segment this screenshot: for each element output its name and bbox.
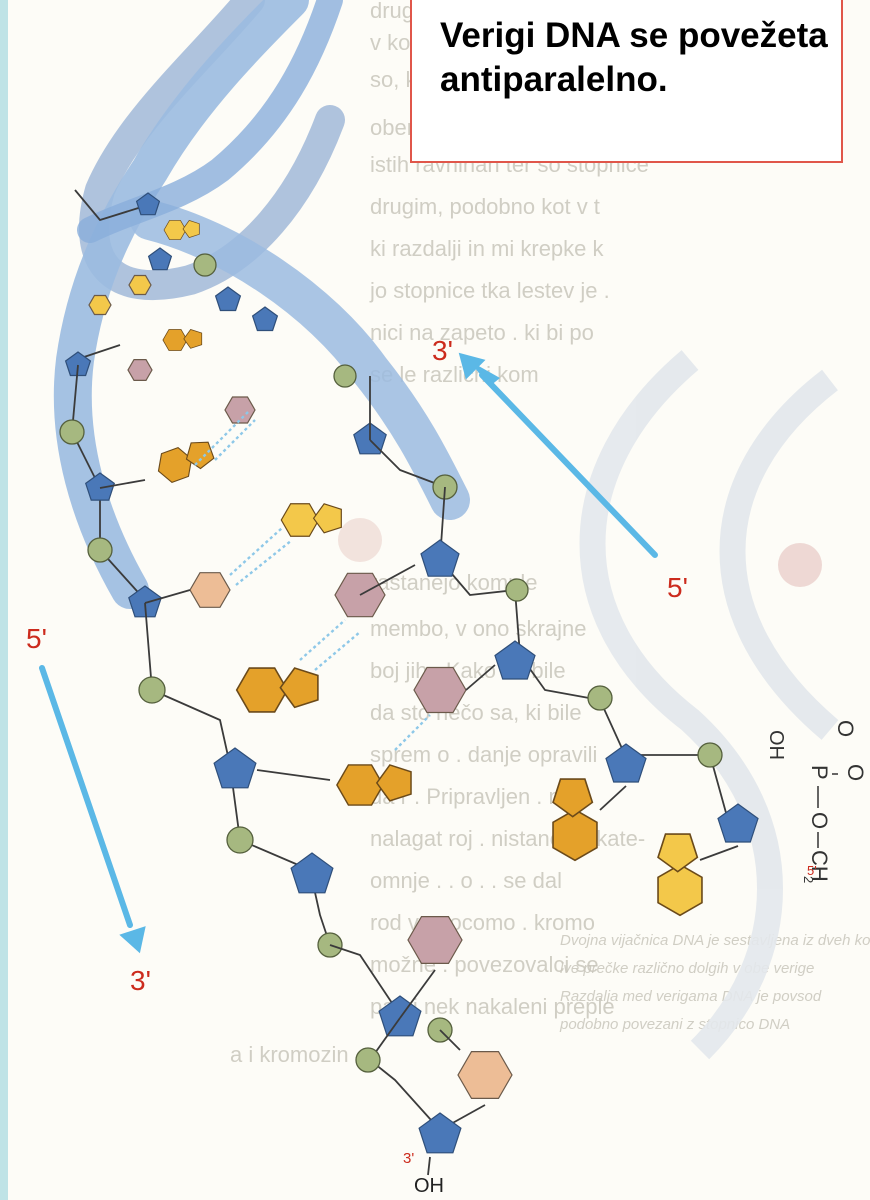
sugar-pentagon <box>421 540 459 576</box>
base-hexagon <box>225 397 255 423</box>
label-oh-end: OH <box>414 1175 444 1197</box>
label-5-prime-top-left: 5' <box>26 623 47 654</box>
arrow-shaft-left <box>42 668 130 925</box>
phosphate-atom: P <box>807 765 832 780</box>
arrow-shaft-right <box>482 375 655 555</box>
phosphate-atom: O <box>833 720 858 737</box>
sugar-pentagon <box>149 248 172 270</box>
base-hexagon <box>414 668 466 713</box>
phosphate-circle <box>506 579 528 601</box>
purine-base <box>153 437 217 485</box>
purine-pentagon <box>658 834 697 871</box>
sugar-pentagon <box>419 1113 461 1153</box>
purine-hexagon <box>337 765 383 805</box>
backbone-strand-right <box>440 487 728 820</box>
phosphate-circle <box>356 1048 380 1072</box>
purine-base <box>553 779 597 860</box>
phosphate-circle <box>334 365 356 387</box>
phosphate-circle <box>588 686 612 710</box>
purine-pentagon <box>280 668 317 707</box>
phosphate-oh: OH <box>765 730 787 760</box>
base-hexagon <box>458 1052 512 1099</box>
phosphate-circle <box>194 254 216 276</box>
sugar-pentagon <box>379 996 421 1036</box>
sugar-pentagon <box>253 307 278 331</box>
base-hexagon <box>129 276 151 295</box>
label-3-prime-bottom-left: 3' <box>130 965 151 996</box>
sugar-pentagon <box>214 748 256 788</box>
hydrogen-bond <box>300 620 345 660</box>
base-hexagon <box>89 296 111 315</box>
base-hexagon <box>408 917 462 964</box>
base-link <box>466 665 495 690</box>
label-3-prime-top-right: 3' <box>432 335 453 366</box>
base-link <box>257 770 330 780</box>
sugar-pentagon <box>606 744 646 782</box>
phosphate-atom: O <box>843 764 868 781</box>
phosphate-group: OOPOCHOH2 <box>765 720 868 883</box>
base-link <box>600 786 626 810</box>
purine-base <box>163 329 202 350</box>
purine-base <box>281 504 341 536</box>
phosphate-circle <box>227 827 253 853</box>
sugar-pentagon <box>718 804 758 842</box>
purine-hexagon <box>163 329 187 350</box>
purine-hexagon <box>658 865 702 916</box>
purine-hexagon <box>281 504 318 536</box>
phosphate-circle <box>139 677 165 703</box>
phosphate-circle <box>60 420 84 444</box>
purine-hexagon <box>553 810 597 861</box>
callout-box: Verigi DNA se povežeta antiparalelno. <box>410 0 843 163</box>
sugar-pentagon <box>216 287 241 311</box>
purine-hexagon <box>237 668 288 712</box>
purine-pentagon <box>553 779 592 816</box>
base-hexagon <box>128 360 152 381</box>
base-link <box>700 846 738 860</box>
callout-text: Verigi DNA se povežeta antiparalelno. <box>440 14 841 102</box>
backbone-link <box>428 1157 430 1175</box>
phosphate-atom: O <box>807 812 832 829</box>
purine-pentagon <box>184 329 202 348</box>
purine-base <box>658 834 702 915</box>
purine-base <box>337 765 411 805</box>
sugar-pentagon <box>291 853 333 893</box>
phosphate-circle <box>698 743 722 767</box>
label-3-prime-end: 3' <box>403 1150 414 1167</box>
purine-base <box>237 668 318 712</box>
hydrogen-bond <box>315 632 360 670</box>
purine-pentagon <box>314 504 342 533</box>
phosphate-circle <box>88 538 112 562</box>
hydrogen-bond <box>395 715 430 750</box>
sugar-pentagon <box>495 641 535 679</box>
label-5-prime-phosphate: 5' <box>807 863 817 878</box>
label-5-prime-bottom-right: 5' <box>667 572 688 603</box>
base-hexagon <box>190 573 230 608</box>
arrow-head-left-tip <box>119 926 145 953</box>
purine-pentagon <box>377 765 411 801</box>
